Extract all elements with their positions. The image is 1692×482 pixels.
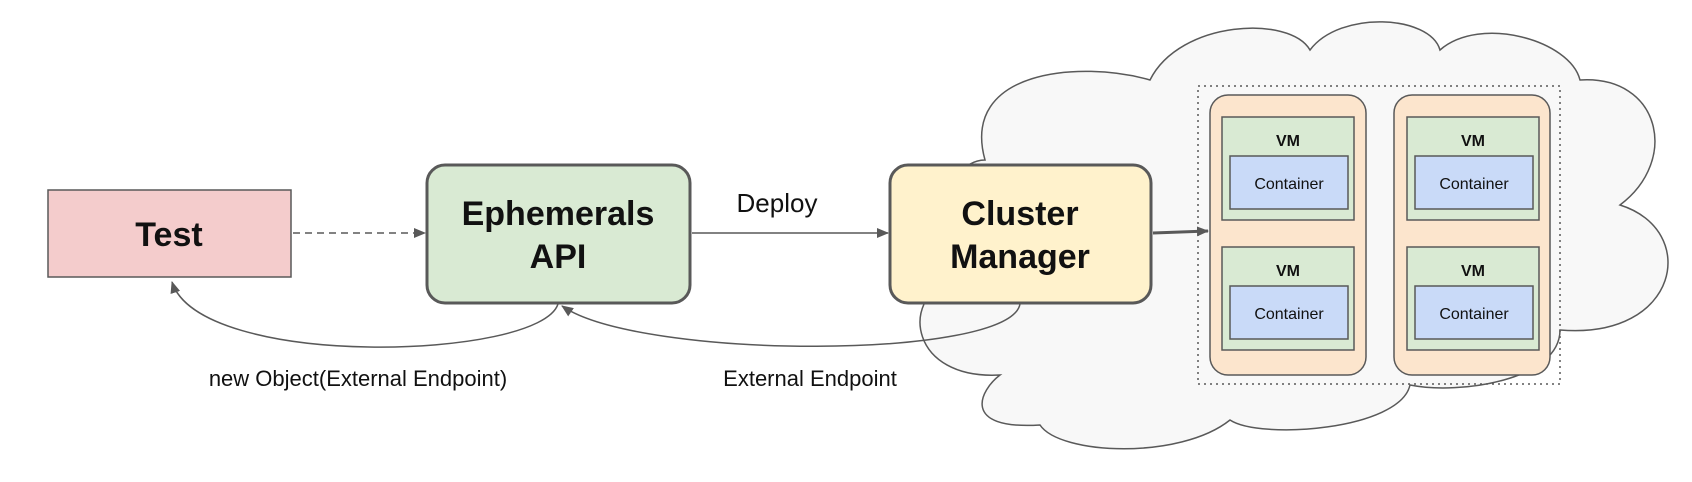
cluster-to-nodes-arrow [1152, 226, 1209, 237]
external-endpoint-label: External Endpoint [723, 366, 897, 391]
vm-bottom-left: VM Container [1221, 246, 1355, 351]
cluster-manager-label-line1: Cluster [961, 195, 1078, 233]
vm-label: VM [1276, 263, 1300, 280]
container-label: Container [1254, 176, 1324, 193]
vm-bottom-right: VM Container [1406, 246, 1540, 351]
vm-top-left: VM Container [1221, 116, 1355, 221]
vm-top-right: VM Container [1406, 116, 1540, 221]
container-label: Container [1439, 176, 1509, 193]
vm-label: VM [1461, 263, 1485, 280]
test-node [47, 189, 292, 278]
deploy-label: Deploy [737, 188, 818, 218]
new-object-arrow [170, 281, 559, 348]
external-endpoint-arrow [561, 303, 1021, 347]
cluster-manager-label-line2: Manager [950, 238, 1090, 276]
container-label: Container [1254, 306, 1324, 323]
ephemerals-api-label-line1: Ephemerals [462, 195, 655, 233]
vm-label: VM [1276, 133, 1300, 150]
cluster-manager-node [888, 163, 1153, 305]
ephemerals-api-node [425, 163, 692, 305]
vm-label: VM [1461, 133, 1485, 150]
test-node-label: Test [135, 216, 202, 254]
ephemerals-api-label-line2: API [530, 238, 587, 276]
new-object-label: new Object(External Endpoint) [209, 366, 507, 391]
container-label: Container [1439, 306, 1509, 323]
